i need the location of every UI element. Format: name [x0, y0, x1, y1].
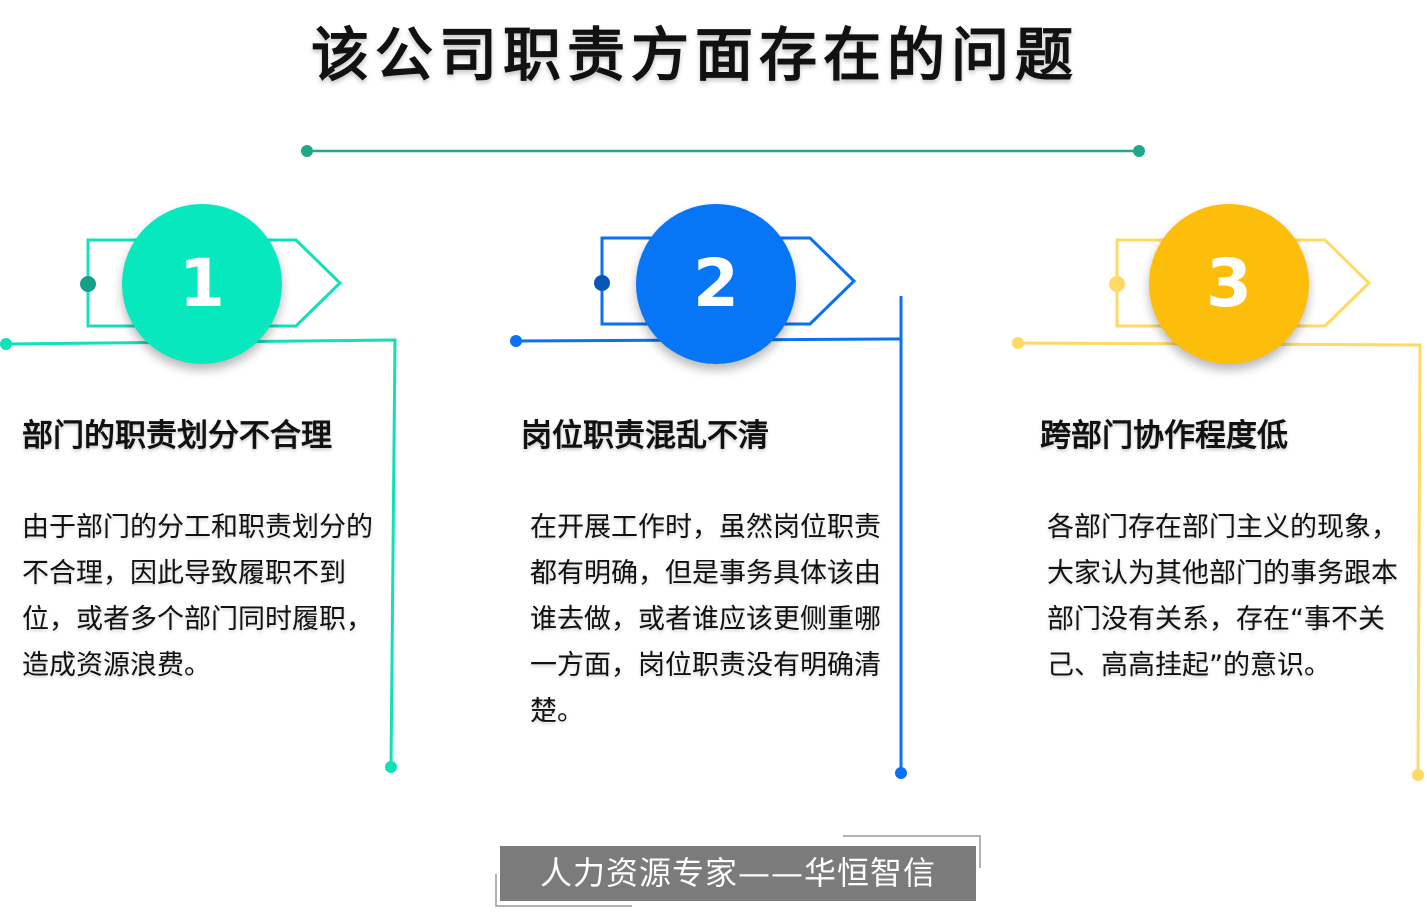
item-1-body: 由于部门的分工和职责划分的不合理，因此导致履职不到位，或者多个部门同时履职，造成…	[22, 512, 373, 681]
item-2-number-badge: 2	[636, 204, 796, 364]
footer-banner: 人力资源专家——华恒智信	[500, 846, 976, 901]
item-1-heading: 部门的职责划分不合理	[22, 418, 332, 454]
item-2-heading: 岗位职责混乱不清	[521, 418, 769, 454]
item-3-body: 各部门存在部门主义的现象，大家认为其他部门的事务跟本部门没有关系，存在“事不关己…	[1047, 512, 1398, 681]
page-title: 该公司职责方面存在的问题	[310, 21, 1079, 89]
top-divider-left-dot	[301, 145, 313, 157]
item-3-heading: 跨部门协作程度低	[1040, 418, 1288, 454]
top-divider-right-dot	[1133, 145, 1145, 157]
item-1-lines	[0, 238, 397, 773]
item-3-lines	[1012, 238, 1424, 781]
item-2-body: 在开展工作时，虽然岗位职责都有明确，但是事务具体该由谁去做，或者谁应该更侧重哪一…	[530, 512, 881, 727]
item-1-number-badge: 1	[122, 204, 282, 364]
item-3-number-badge: 3	[1149, 204, 1309, 364]
item-2-lines	[510, 236, 907, 779]
footer-frame-lines	[495, 835, 981, 907]
